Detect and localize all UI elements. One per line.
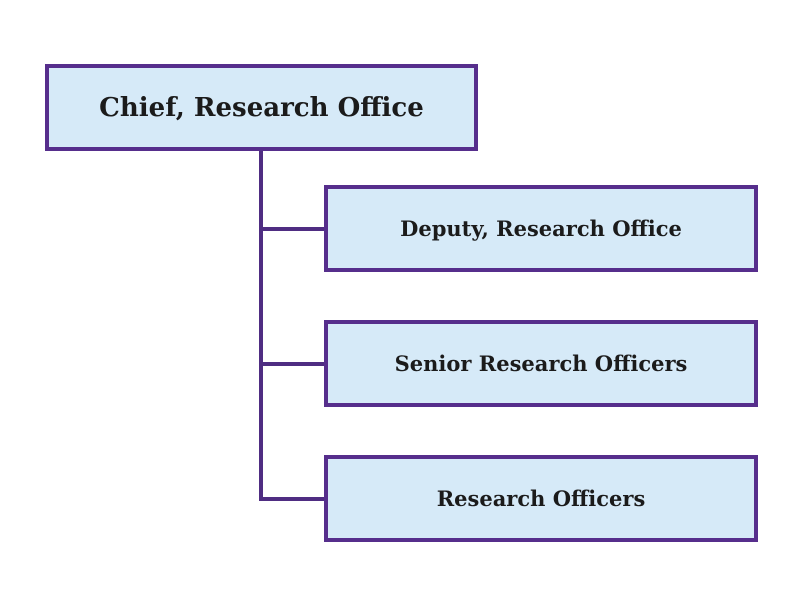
- org-box-label: Research Officers: [436, 486, 646, 511]
- org-box-chief-research-office: Chief, Research Office: [45, 64, 478, 151]
- connector-stub-research-officers: [259, 497, 324, 501]
- org-box-label: Chief, Research Office: [99, 92, 424, 123]
- org-box-deputy-research-office: Deputy, Research Office: [324, 185, 758, 272]
- org-box-label: Senior Research Officers: [394, 351, 688, 376]
- connector-stub-deputy: [259, 227, 324, 231]
- org-box-label: Deputy, Research Office: [400, 216, 682, 241]
- connector-stub-senior-research-officers: [259, 362, 324, 366]
- connector-trunk-line: [259, 151, 263, 501]
- org-box-senior-research-officers: Senior Research Officers: [324, 320, 758, 407]
- org-box-research-officers: Research Officers: [324, 455, 758, 542]
